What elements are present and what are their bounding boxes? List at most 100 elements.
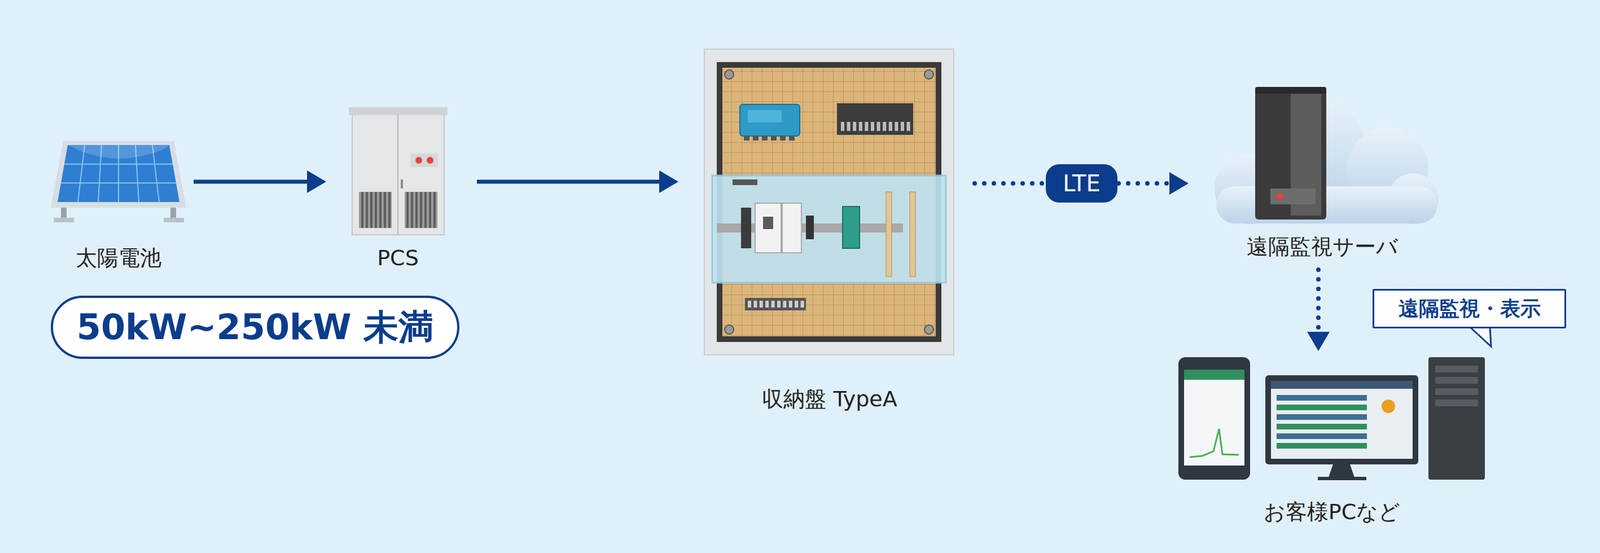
arrowhead <box>1307 331 1330 352</box>
monitor-stand <box>1328 464 1355 478</box>
screw <box>724 325 734 335</box>
drive-bay <box>1435 365 1479 373</box>
node-label: PCS <box>344 244 452 271</box>
pcs-vent <box>404 191 438 229</box>
terminal-screw <box>877 121 881 131</box>
server-lamp <box>1276 193 1284 200</box>
node-label: 太陽電池 <box>47 244 190 271</box>
connector <box>1307 269 1330 352</box>
pcs-door-split <box>397 115 399 235</box>
terminal-screw <box>782 300 787 308</box>
server-tower <box>1255 86 1327 220</box>
pcs-indicator-panel <box>410 153 438 168</box>
edge-label: LTE <box>1045 164 1117 203</box>
screw <box>724 69 734 80</box>
pcs-node: PCS <box>344 104 452 271</box>
pcs-lamp <box>415 156 423 164</box>
terminal-block <box>836 103 914 135</box>
screen-row <box>1276 395 1367 401</box>
terminal-screw <box>906 121 911 131</box>
solar-node: 太陽電池 <box>47 129 190 271</box>
power-supply <box>842 206 860 249</box>
pcs-handle <box>400 179 403 189</box>
connector-line <box>193 180 309 184</box>
callout-box: 遠隔監視・表示 <box>1372 288 1567 329</box>
drive-bay <box>1435 399 1479 407</box>
unit-face <box>747 110 782 123</box>
wire-duct <box>909 191 916 277</box>
terminal-screw <box>864 121 869 131</box>
screen-row <box>1276 443 1367 449</box>
panel-shine <box>67 145 170 159</box>
fuse-holder <box>741 207 752 249</box>
communication-unit <box>739 104 800 137</box>
cloud-server-illustration <box>1214 86 1439 225</box>
unit-terminal <box>752 136 759 141</box>
unit-terminal <box>788 136 795 141</box>
terminal-screw <box>759 300 764 308</box>
callout-tail <box>1470 327 1492 347</box>
pc-tower <box>1428 357 1485 480</box>
terminal-screw <box>747 300 752 308</box>
terminal-screw <box>840 121 845 131</box>
terminal-screw <box>870 121 875 131</box>
pcs-body <box>352 110 445 235</box>
cabinet-housing <box>704 49 954 355</box>
screen-row <box>1276 404 1367 411</box>
terminal-screw <box>900 121 905 131</box>
box-text: 遠隔監視・表示 <box>1398 295 1541 323</box>
arrowhead <box>659 170 679 194</box>
terminal-screw <box>794 300 799 308</box>
monitor-screen <box>1270 380 1413 459</box>
box-text: 50kW~250kW 未満 <box>76 303 434 352</box>
unit-terminal <box>779 136 786 141</box>
server-front-panel <box>1270 188 1316 205</box>
screen-row <box>1276 423 1367 430</box>
connector <box>476 170 679 194</box>
storage-cabinet-illustration <box>704 49 954 355</box>
unit-terminal <box>743 136 750 141</box>
terminal-screw <box>765 300 769 308</box>
monitor <box>1265 375 1419 465</box>
breaker-lever <box>763 216 774 230</box>
terminal-screw <box>858 121 863 131</box>
arrowhead <box>307 170 327 194</box>
panel-base <box>53 217 74 223</box>
screen-row <box>1276 414 1367 420</box>
terminal-screw <box>753 300 757 308</box>
terminal-screw <box>894 121 898 131</box>
rail-label <box>732 179 758 186</box>
client-devices-illustration <box>1178 357 1485 481</box>
breaker <box>755 203 782 253</box>
server-top <box>1255 86 1327 94</box>
node-label: 収納盤 TypeA <box>699 386 960 412</box>
tablet <box>1178 357 1251 480</box>
cloud <box>1214 97 1439 225</box>
tablet-screen <box>1184 369 1245 466</box>
panel-cells <box>57 145 180 203</box>
connector-line <box>476 180 661 184</box>
solar-panel-illustration <box>50 141 187 223</box>
panel-cell-lines <box>60 145 177 203</box>
din-rail-band <box>712 175 946 283</box>
screen-row <box>1276 433 1367 440</box>
cabinet-node: 収納盤 TypeA <box>699 45 960 412</box>
unit-terminal <box>770 136 777 141</box>
client-node: お客様PCなど <box>1173 355 1490 525</box>
relay <box>805 215 814 240</box>
screw <box>924 69 934 80</box>
tablet-chart <box>1189 428 1239 458</box>
pcs-vent <box>358 191 392 229</box>
screw <box>924 325 934 335</box>
wire-duct <box>886 191 892 277</box>
server-node: 遠隔監視サーバ <box>1213 84 1431 260</box>
bottom-terminal <box>744 297 806 311</box>
drive-bay <box>1435 377 1479 384</box>
pcs-cabinet-illustration <box>348 107 448 235</box>
screen-icon <box>1381 399 1396 414</box>
terminal-screw <box>800 300 805 308</box>
drive-bay <box>1435 388 1479 396</box>
connector <box>193 170 327 194</box>
